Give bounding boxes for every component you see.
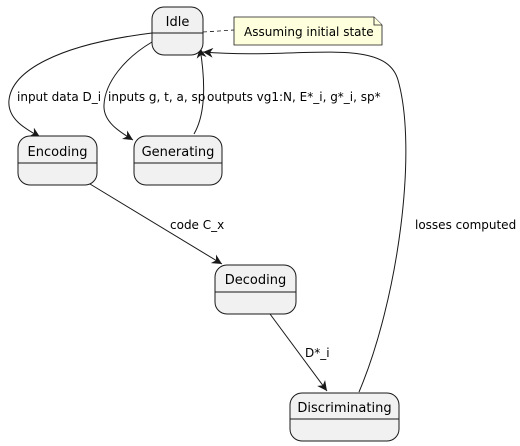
transition-idle-generating: inputs g, t, a, sp bbox=[103, 41, 205, 141]
transition-encoding-decoding-line bbox=[89, 183, 223, 265]
transition-encoding-decoding-label: code C_x bbox=[170, 218, 224, 232]
state-discriminating-name: Discriminating bbox=[297, 401, 391, 416]
transition-idle-encoding-line bbox=[8, 32, 153, 138]
transition-idle-encoding-label: input data D_i bbox=[17, 90, 101, 104]
state-idle: Idle bbox=[151, 6, 204, 56]
state-generating-name: Generating bbox=[142, 145, 215, 160]
state-discriminating-box bbox=[289, 392, 400, 442]
note-text: Assuming initial state bbox=[244, 25, 374, 39]
state-generating: Generating bbox=[133, 135, 223, 186]
state-decoding-box bbox=[214, 264, 297, 315]
transition-idle-encoding: input data D_i bbox=[8, 32, 153, 138]
state-encoding-name: Encoding bbox=[28, 145, 88, 160]
transition-generating-idle-line bbox=[193, 47, 207, 135]
state-decoding-name: Decoding bbox=[225, 273, 286, 288]
transition-generating-idle: outputs vg1:N, E*_i, g*_i, sp* bbox=[193, 47, 381, 135]
transition-encoding-decoding: code C_x bbox=[89, 183, 224, 265]
transition-generating-idle-label: outputs vg1:N, E*_i, g*_i, sp* bbox=[207, 90, 381, 104]
initial-state-note: Assuming initial state bbox=[202, 16, 383, 46]
transition-idle-generating-line bbox=[103, 41, 153, 141]
transition-decoding-discriminating-label: D*_i bbox=[305, 346, 330, 360]
state-encoding-box bbox=[17, 135, 98, 186]
note-fold bbox=[373, 17, 382, 26]
transition-decoding-discriminating: D*_i bbox=[269, 313, 330, 392]
transition-discriminating-idle-label: losses computed bbox=[415, 218, 516, 232]
transition-decoding-discriminating-line bbox=[269, 313, 328, 392]
transition-discriminating-idle-line bbox=[202, 47, 407, 393]
state-discriminating: Discriminating bbox=[289, 392, 400, 442]
state-idle-box bbox=[151, 6, 204, 56]
state-idle-name: Idle bbox=[166, 15, 190, 30]
transition-idle-generating-label: inputs g, t, a, sp bbox=[108, 90, 205, 104]
state-encoding: Encoding bbox=[17, 135, 98, 186]
state-decoding: Decoding bbox=[214, 264, 297, 315]
note-shape bbox=[233, 16, 383, 46]
note-connector bbox=[202, 29, 235, 33]
state-generating-box bbox=[133, 135, 223, 186]
transition-discriminating-idle: losses computed bbox=[202, 47, 516, 393]
